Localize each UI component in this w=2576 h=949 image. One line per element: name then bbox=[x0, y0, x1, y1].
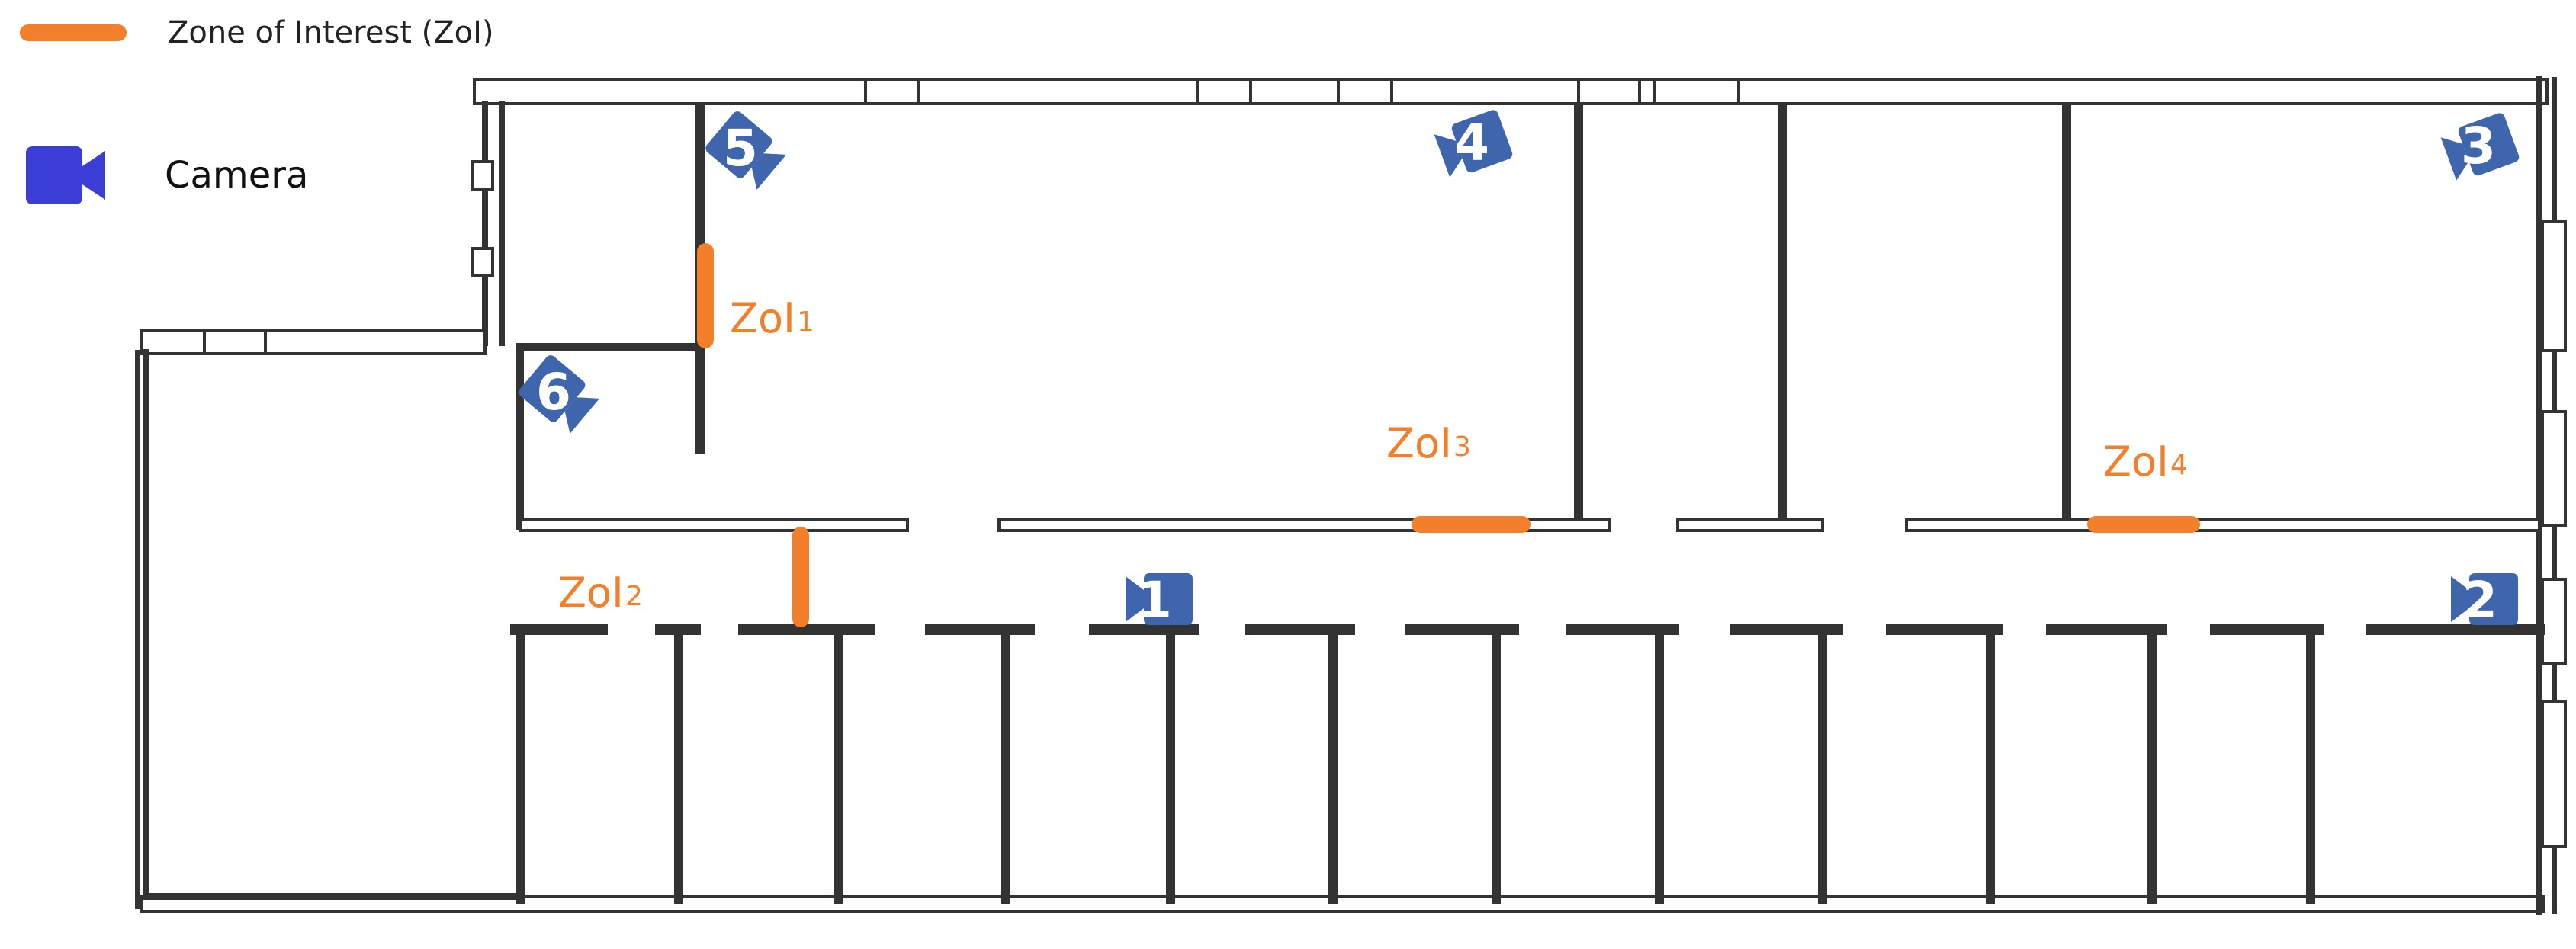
window-frame bbox=[1577, 78, 1641, 105]
window-frame bbox=[2541, 700, 2567, 848]
camera-6-number: 6 bbox=[536, 363, 571, 422]
camera-5-icon: 5 bbox=[703, 109, 789, 192]
window-frame bbox=[1196, 78, 1252, 105]
camera-4-icon: 4 bbox=[1433, 108, 1514, 181]
window-frame bbox=[864, 78, 920, 105]
zoi-3-prefix: ZoI bbox=[1386, 419, 1452, 467]
zoi-2-sub: 2 bbox=[625, 581, 643, 612]
legend-camera: Camera bbox=[23, 143, 308, 207]
walls bbox=[135, 76, 2567, 915]
zoi-4-sub: 4 bbox=[2170, 450, 2188, 481]
zoi-2: ZoI2 bbox=[558, 527, 809, 627]
corridor-wall bbox=[1676, 518, 1824, 532]
camera-1-icon: 1 bbox=[1126, 571, 1193, 630]
zoi-1-prefix: ZoI bbox=[730, 294, 795, 342]
zoi-1-sub: 1 bbox=[797, 306, 814, 338]
camera-3-number: 3 bbox=[2461, 117, 2496, 175]
window-frame bbox=[1653, 78, 1740, 105]
camera-2-icon: 2 bbox=[2451, 571, 2518, 630]
window-frame bbox=[1337, 78, 1393, 105]
top-outer-wall bbox=[473, 78, 2549, 105]
svg-text:ZoI2: ZoI2 bbox=[558, 569, 643, 617]
legend-camera-label: Camera bbox=[165, 154, 309, 197]
corridor-wall bbox=[519, 518, 909, 532]
zoi-4: ZoI4 bbox=[2087, 438, 2200, 533]
window-frame bbox=[471, 247, 494, 277]
window-frame bbox=[2541, 578, 2567, 665]
svg-text:ZoI1: ZoI1 bbox=[730, 294, 814, 342]
camera-legend-icon bbox=[26, 146, 105, 204]
corridor-wall bbox=[1905, 518, 2541, 532]
window-frame bbox=[2541, 220, 2567, 352]
window-frame bbox=[471, 160, 494, 191]
window-frame bbox=[203, 329, 267, 355]
svg-text:ZoI4: ZoI4 bbox=[2103, 438, 2188, 486]
legend-zoi-label: Zone of Interest (ZoI) bbox=[168, 15, 494, 50]
legend-zoi: Zone of Interest (ZoI) bbox=[20, 15, 494, 50]
camera-6-icon: 6 bbox=[516, 353, 602, 436]
svg-text:ZoI3: ZoI3 bbox=[1386, 419, 1471, 467]
zoi-1: ZoI1 bbox=[697, 243, 814, 348]
camera-4-number: 4 bbox=[1454, 114, 1489, 172]
camera-5-number: 5 bbox=[723, 119, 758, 178]
window-frame bbox=[2541, 410, 2567, 527]
camera-1-number: 1 bbox=[1137, 571, 1172, 630]
bottom-outer-wall bbox=[140, 895, 2545, 913]
annex-top-wall bbox=[140, 329, 487, 355]
camera-3-icon: 3 bbox=[2439, 111, 2521, 184]
camera-2-number: 2 bbox=[2462, 571, 2497, 630]
zoi-3: ZoI3 bbox=[1386, 419, 1531, 533]
zoi-4-prefix: ZoI bbox=[2103, 438, 2169, 486]
zoi-swatch bbox=[20, 24, 127, 41]
zoi-2-prefix: ZoI bbox=[558, 569, 624, 617]
zoi-3-sub: 3 bbox=[1453, 431, 1471, 463]
